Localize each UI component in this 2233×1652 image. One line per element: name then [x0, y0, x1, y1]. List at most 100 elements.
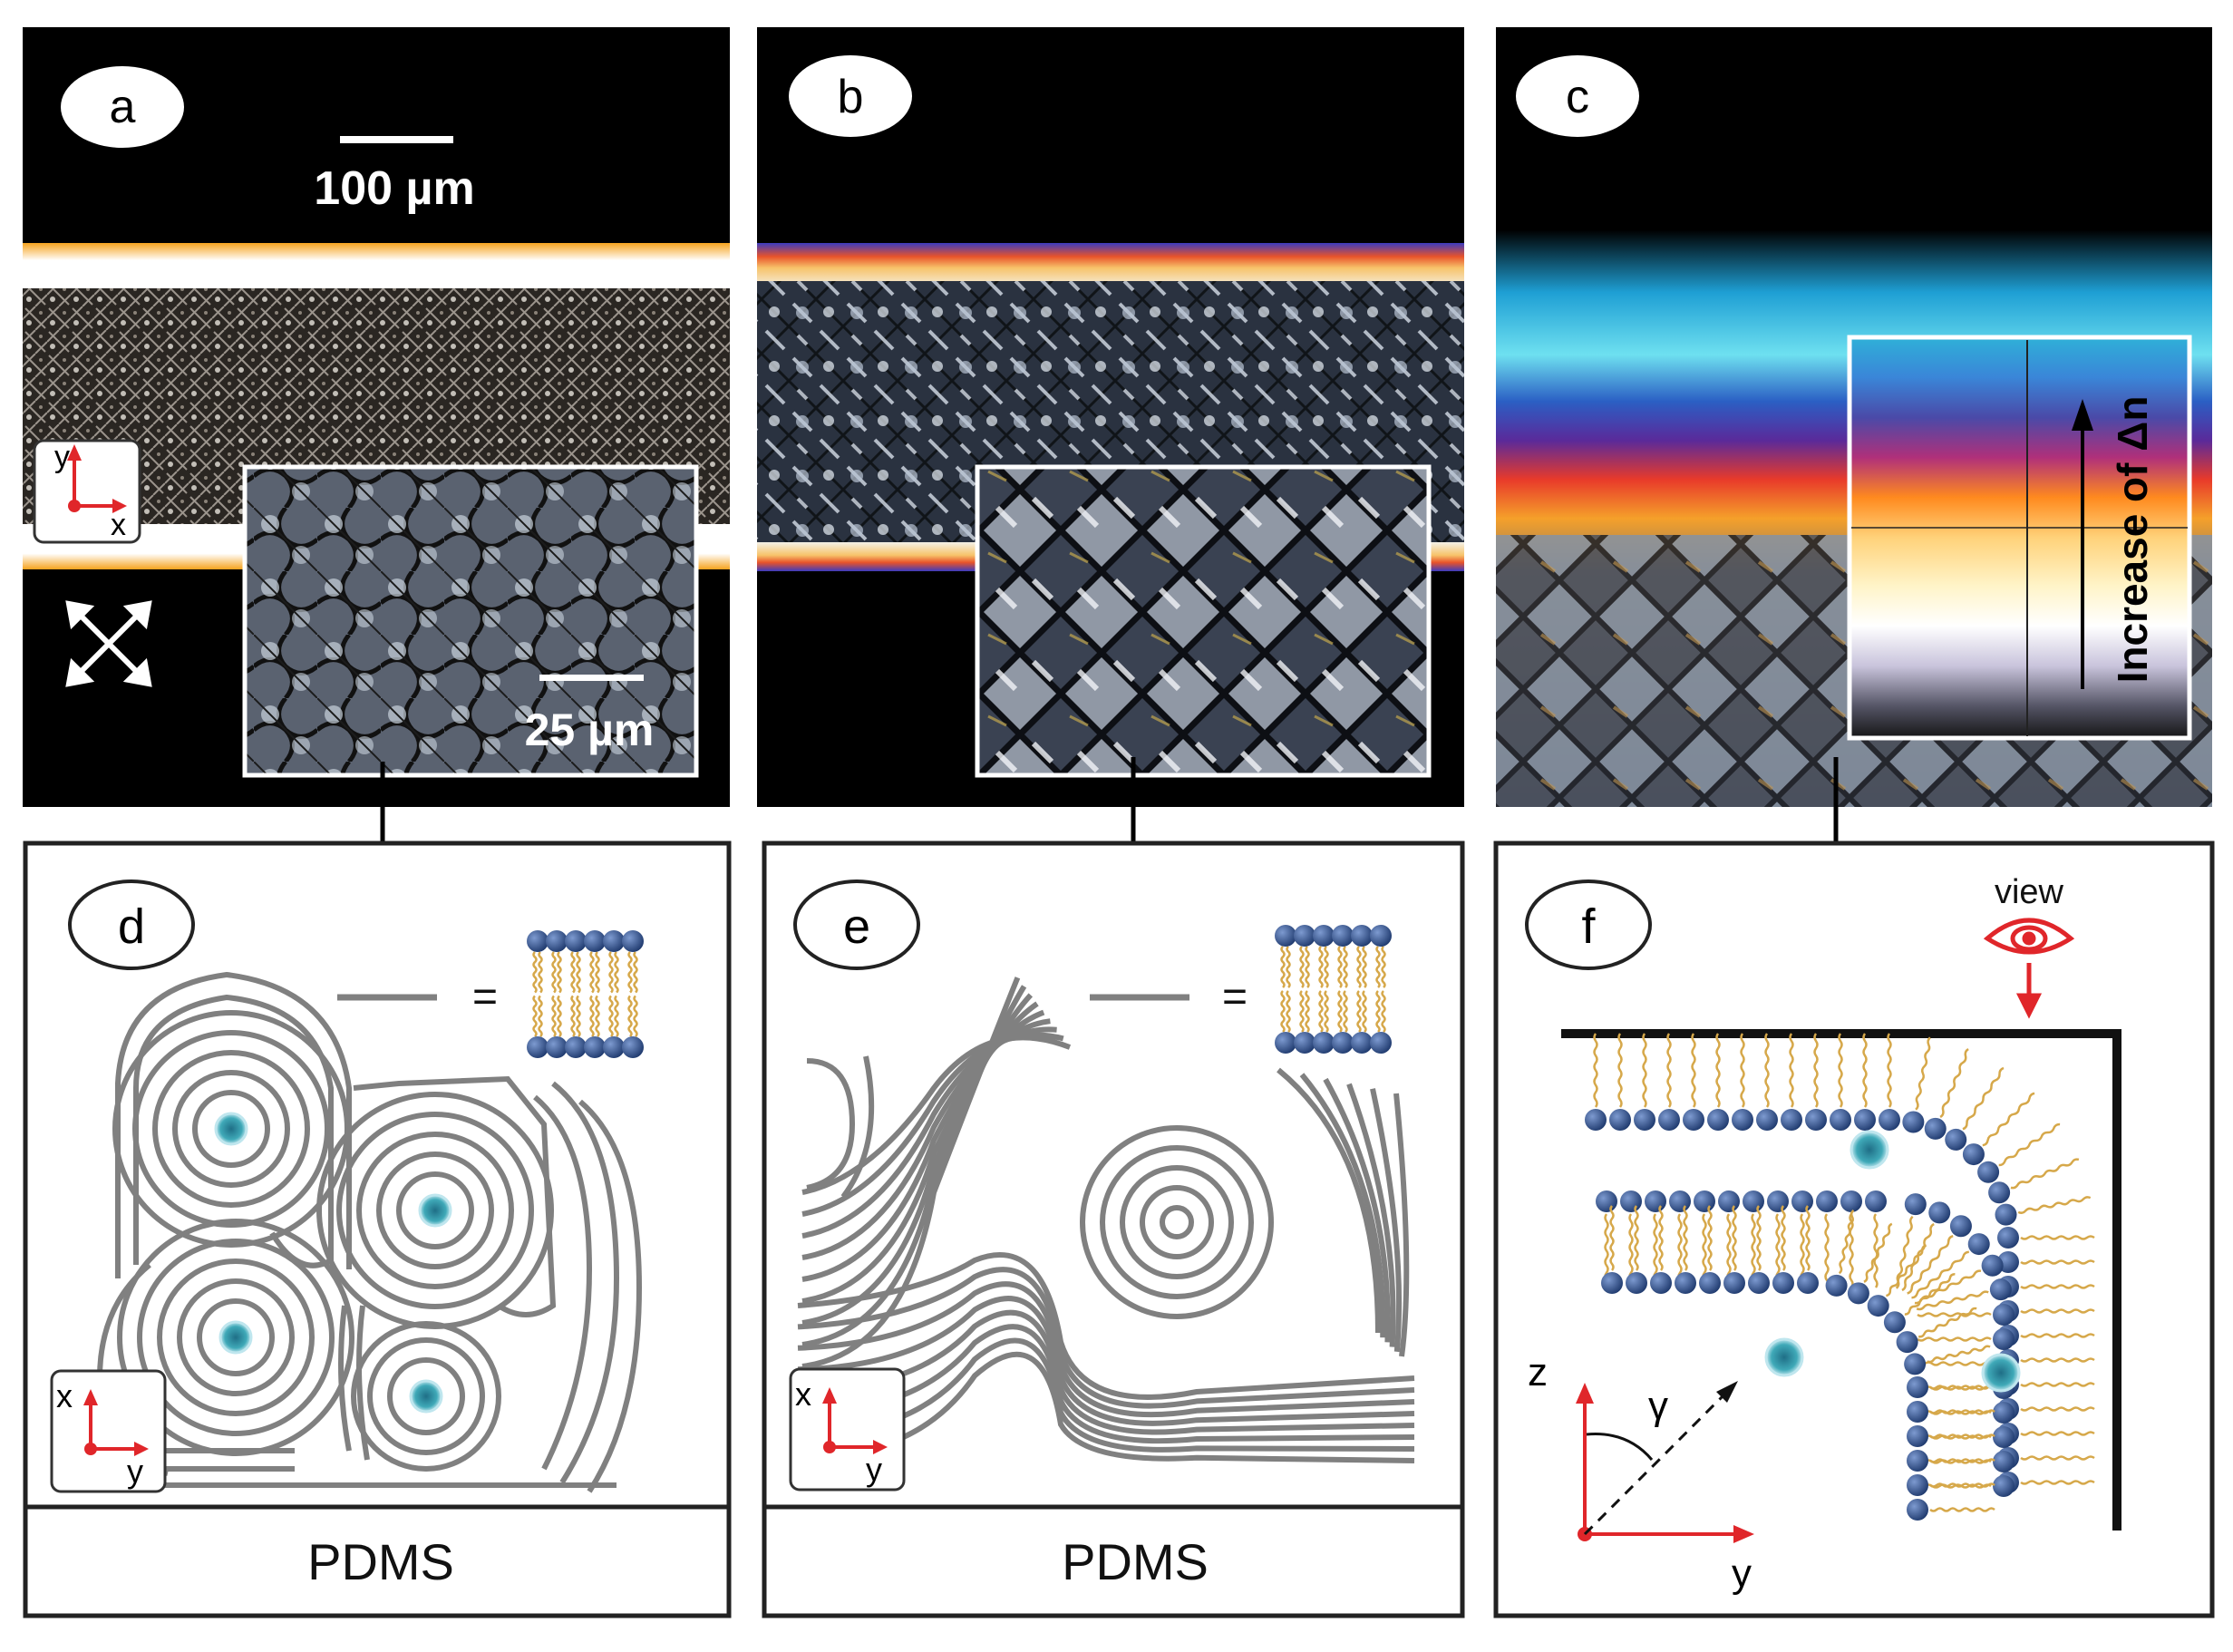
domain-boundary	[338, 1305, 370, 1461]
lipid-tail	[1634, 1205, 1639, 1271]
lipid-tail	[551, 995, 557, 1037]
colorbar-label: Increase of Δn	[2109, 396, 2156, 684]
lipid-tail	[1756, 1205, 1762, 1271]
lipid-tail	[2010, 1158, 2080, 1190]
lipid-tail	[1666, 1033, 1672, 1108]
layer-line	[1370, 1088, 1403, 1353]
lipid-tail	[589, 995, 595, 1037]
lipid-tail	[589, 951, 595, 994]
lipid-head	[1694, 1190, 1715, 1212]
lipid-tail	[1343, 990, 1348, 1033]
lipid-tail	[614, 951, 619, 994]
lipid-tail	[1862, 1033, 1868, 1108]
lipid-head	[1847, 1282, 1869, 1305]
lipid-tail	[1280, 990, 1286, 1033]
lipid-tail	[2020, 1382, 2095, 1387]
lipid-tail	[1939, 1048, 1969, 1119]
axis-label-d-h: y	[127, 1453, 143, 1490]
lipid-tail	[1356, 990, 1362, 1033]
lipid-head	[1928, 1201, 1951, 1224]
layer-line	[1277, 1067, 1381, 1334]
lipid-head	[1907, 1425, 1928, 1447]
columnar-core	[1850, 1130, 1889, 1170]
lipid-head	[546, 930, 568, 952]
lipid-tail	[627, 995, 633, 1037]
lipid-head	[603, 1036, 625, 1058]
lipid-tail	[1929, 1409, 1995, 1414]
domain-boundary	[578, 1099, 643, 1493]
lipid-head	[1981, 1254, 2004, 1277]
lipid-head	[622, 1036, 644, 1058]
lipid-tail	[1286, 990, 1291, 1033]
lipid-head	[1351, 1032, 1373, 1054]
columnar-core	[218, 1320, 253, 1355]
domain-boundary	[133, 994, 334, 1268]
lipid-head	[1867, 1295, 1889, 1317]
panel-f-letter: f	[1581, 899, 1596, 954]
lipid-head	[1351, 925, 1373, 947]
layer-line	[797, 1296, 1415, 1426]
lipid-head	[1732, 1109, 1753, 1131]
lipid-head	[1609, 1109, 1631, 1131]
lipid-head	[1988, 1181, 2011, 1204]
lipid-tail	[532, 995, 538, 1037]
lipid-tail	[1715, 1033, 1721, 1108]
lipid-head	[1707, 1109, 1729, 1131]
lipid-tail	[576, 951, 581, 994]
lipid-head	[1596, 1190, 1617, 1212]
lipid-head	[1275, 925, 1296, 947]
lipid-head	[1989, 1278, 2012, 1301]
panel-c: c Increase of Δn	[1496, 27, 2212, 807]
lipid-tail	[1305, 990, 1310, 1033]
lipid-tail	[1324, 990, 1329, 1033]
layer-ring	[1080, 1125, 1274, 1319]
columnar-core	[409, 1379, 443, 1414]
lipid-head	[1650, 1272, 1672, 1294]
axis-label-a-v: y	[54, 440, 70, 474]
lipid-tail	[1915, 1036, 1931, 1111]
lipid-tail	[1929, 1482, 1995, 1488]
eye-icon	[1983, 918, 2075, 1019]
columnar-core	[1764, 1337, 1804, 1377]
lipid-tail	[1917, 1434, 1992, 1440]
lipid-tail	[1732, 1205, 1737, 1271]
lipid-head	[584, 1036, 606, 1058]
lipid-tail	[595, 951, 600, 994]
lipid-head	[1797, 1272, 1819, 1294]
lipid-tail	[1895, 1215, 1914, 1289]
scale-bar-inset	[539, 675, 644, 681]
layer-ring	[356, 1132, 514, 1289]
lipid-tail	[1927, 1345, 1991, 1364]
layer-ring	[1140, 1185, 1214, 1259]
axis-label-a-h: x	[111, 508, 126, 542]
layer-ring	[152, 1050, 310, 1208]
lipid-head	[1865, 1190, 1887, 1212]
substrate-label-e: PDMS	[1062, 1533, 1209, 1590]
view-label: view	[1995, 873, 2064, 911]
lipid-tail	[2020, 1455, 2095, 1461]
panel-b-inset	[975, 464, 1432, 778]
panel-d-letter: d	[118, 899, 145, 954]
lipid-head	[622, 930, 644, 952]
lipid-head	[1370, 1032, 1392, 1054]
panel-c-letter: c	[1566, 71, 1589, 123]
lipid-tail	[1982, 1092, 2035, 1147]
lipid-tail	[1917, 1410, 1992, 1415]
layer-line	[797, 1267, 1415, 1409]
lipid-tail	[1286, 946, 1291, 988]
lipid-head	[1883, 1311, 1906, 1334]
lipid-head	[1854, 1109, 1876, 1131]
lipid-head	[1945, 1128, 1967, 1151]
curved-bilayers-f	[1585, 1033, 2095, 1521]
colorbar: Increase of Δn	[1847, 335, 2192, 741]
lipid-tail	[570, 951, 576, 994]
lipid-tail	[1863, 1222, 1893, 1283]
lipid-head	[1683, 1109, 1704, 1131]
panel-b: b	[757, 27, 1464, 807]
panel-a-badge	[61, 66, 184, 148]
panel-e-letter: e	[843, 899, 870, 954]
lipid-tail	[614, 995, 619, 1037]
lipid-head	[1993, 1328, 2015, 1350]
lipid-head	[1997, 1227, 2019, 1249]
